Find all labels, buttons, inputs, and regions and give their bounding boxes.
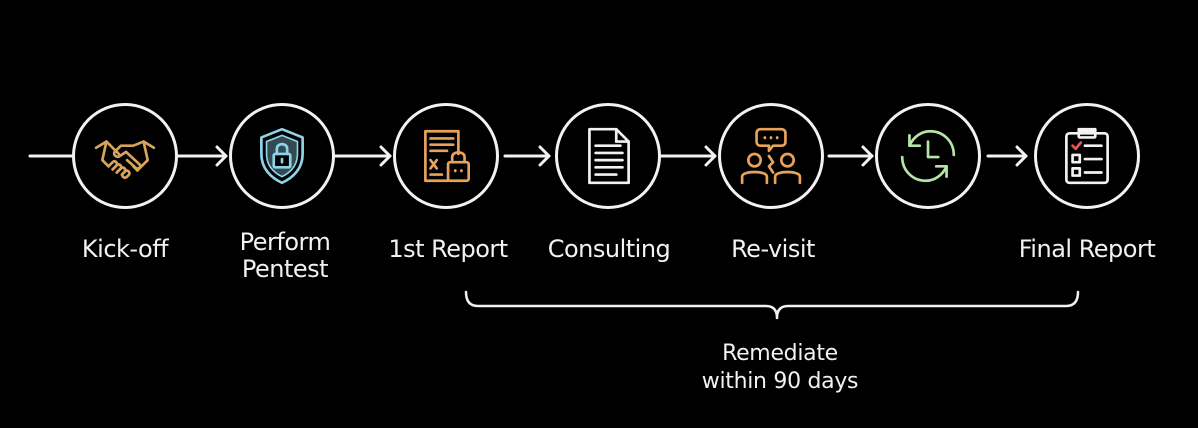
step-label-kick-off: Kick-off <box>81 235 169 263</box>
step-re-visit <box>718 103 824 209</box>
arrowhead-6 <box>1015 145 1028 167</box>
step-final-report <box>1034 103 1140 209</box>
step-label-final-report: Final Report <box>1018 235 1156 263</box>
step-label-perform-pentest: Perform Pentest <box>239 228 331 283</box>
step-perform-pentest <box>229 103 335 209</box>
remediation-bracket <box>464 290 1080 320</box>
clock-refresh-icon <box>900 129 956 183</box>
arrowhead-1 <box>215 145 228 167</box>
step-1st-report <box>393 103 499 209</box>
remediation-period-label: Remediate within 90 days <box>701 341 859 394</box>
step-label-1st-report: 1st Report <box>388 235 508 263</box>
arrowhead-2 <box>379 145 392 167</box>
step-cycle <box>875 103 981 209</box>
arrowhead-5 <box>861 145 874 167</box>
step-consulting <box>555 103 661 209</box>
step-kick-off <box>72 103 178 209</box>
arrowhead-4 <box>704 145 717 167</box>
step-label-re-visit: Re-visit <box>731 235 815 263</box>
checklist-clipboard-icon <box>1065 127 1109 185</box>
shield-lock-icon <box>260 127 304 185</box>
arrowhead-3 <box>538 145 551 167</box>
handshake-icon <box>94 140 156 180</box>
document-icon <box>588 127 630 185</box>
report-lock-icon <box>424 129 471 183</box>
people-chat-icon <box>740 127 802 185</box>
step-label-consulting: Consulting <box>547 235 671 263</box>
